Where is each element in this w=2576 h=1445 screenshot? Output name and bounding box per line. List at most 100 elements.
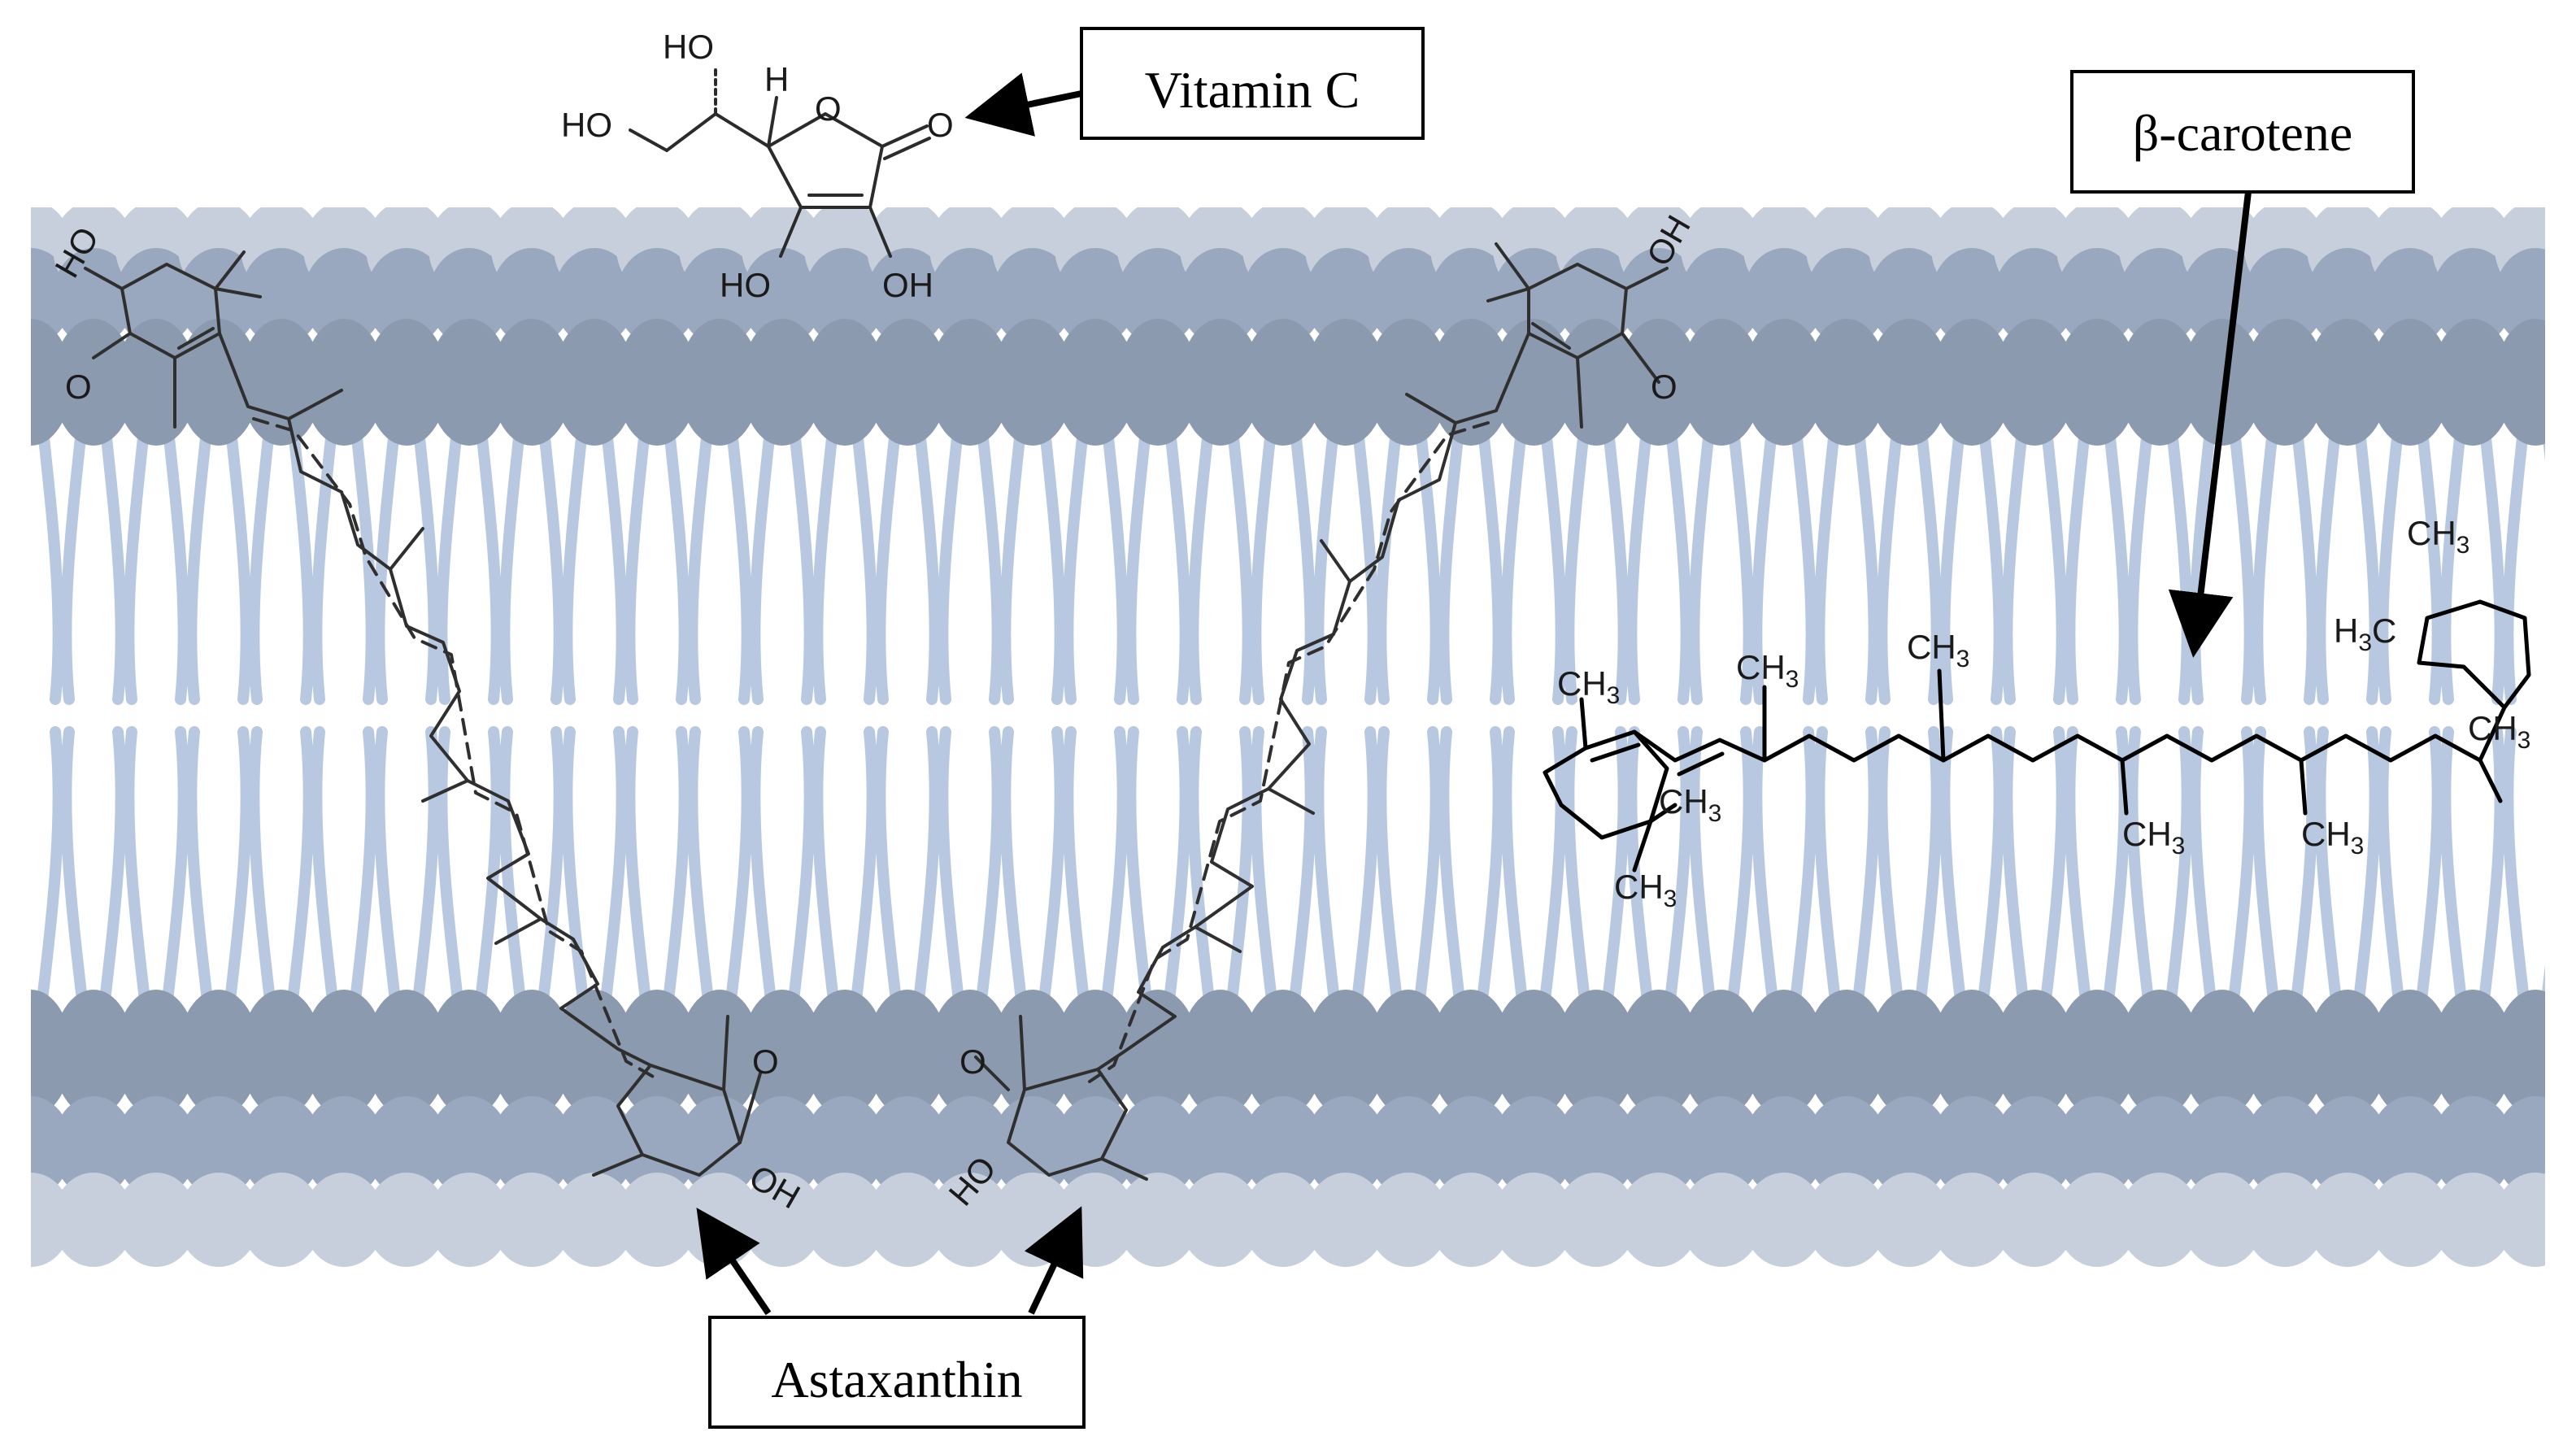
lipid-head [616,319,698,446]
vitamin-c-atom-ho-left: HO [561,106,612,144]
lipid-head [679,1096,760,1197]
astaxanthin-middle-chain-methyl-1 [1405,393,1457,424]
lipid-head [115,990,197,1116]
lipid-head [366,990,447,1116]
lipid-tail [1625,417,1653,705]
lipid-head [616,1173,698,1267]
lipid-tail [788,417,816,705]
lipid-tail [436,417,463,705]
astaxanthin-left-bottom-carbonyl [738,1072,762,1144]
lipid-head [867,319,948,446]
lipid-head [1618,248,1699,346]
lipid-tail [1125,417,1152,705]
astaxanthin-left-bottom-gem-methyl [592,1153,644,1177]
lipid-tail [2252,417,2279,705]
lipid-head [2182,248,2263,346]
vitamin-c-arrow [964,72,1082,137]
lipid-head [1806,319,1887,446]
lipid-head [303,1173,385,1267]
vitamin-c-atom-ho-top: HO [663,28,714,66]
lipid-tail [1375,726,1403,1006]
lipid-tail [1852,726,1880,1006]
lipid-head [2369,1173,2451,1267]
lipid-head [1242,248,1324,346]
lipid-tail [2040,417,2068,705]
beta-carotene-left-gem-methyl-2 [1632,819,1653,873]
lipid-tail [1101,417,1129,705]
lipid-tail [874,417,902,705]
lipid-tail [475,726,503,1006]
beta-carotene-left-gem-methyl-1 [1648,803,1677,824]
lipid-tail [1351,417,1379,705]
lipid-tail [2541,964,2545,1006]
lipid-head [1430,319,1512,446]
lipid-head [1618,1173,1699,1267]
lipid-tail [999,417,1027,705]
lipid-tail [350,726,377,1006]
lipid-tail [624,726,651,1006]
lipid-head [742,319,823,446]
astaxanthin-middle-methyl-3 [1576,356,1583,429]
lipid-tail [749,726,777,1006]
lipid-tail [1164,417,1191,705]
lipid-tail [1125,726,1152,1006]
lipid-head [1305,319,1386,446]
lipid-head [1743,248,1825,346]
astaxanthin-label: Astaxanthin [771,1351,1022,1408]
lipid-head [554,248,635,346]
astaxanthin-middle-bottom-methyl [1019,1015,1026,1091]
lipid-tail [788,726,816,1006]
lipid-head [1368,1173,1449,1267]
lipid-tail [311,726,338,1006]
lipid-head [1618,990,1699,1116]
lipid-tail [976,417,1003,705]
lipid-tail [2377,417,2404,705]
lipid-head [2307,319,2388,446]
lipid-tail [1727,726,1755,1006]
lipid-head [1117,248,1199,346]
lipid-tail [851,417,878,705]
lipid-tail [498,726,526,1006]
astaxanthin-left-polyene-double-bonds [252,417,656,1079]
lipid-head [679,990,760,1116]
lipid-head [1556,1096,1637,1197]
astaxanthin-middle-bottom-carbonyl [974,1055,1010,1091]
lipid-tail [999,726,1027,1006]
lipid-tail [1563,417,1590,705]
beta-carotene-right-ring [2417,599,2531,763]
lipid-tail [600,726,628,1006]
lipid-heads-upper-leaflet [31,207,2545,446]
lipid-tail [1915,726,1943,1006]
lipid-tail [2064,726,2091,1006]
lipid-tail [1062,726,1090,1006]
lipid-tail [1790,726,1817,1006]
lipid-head [366,1096,447,1197]
lipid-tail [1751,726,1778,1006]
lipid-head [491,248,572,346]
lipid-tail [311,417,338,705]
lipid-tail [686,417,714,705]
lipid-tail [537,417,565,705]
lipid-head [2432,319,2513,446]
lipid-tail [1602,417,1630,705]
lipid-head [53,319,134,446]
lipid-tail [913,726,941,1006]
lipid-head [241,319,322,446]
lipid-head [1305,1173,1386,1267]
vitamin-c-side-chain-3 [629,128,668,152]
lipid-head [742,248,823,346]
lipid-head [1869,248,1950,346]
lipid-tail [725,417,753,705]
lipid-head [1743,1096,1825,1197]
vitamin-c-label-box [1080,27,1425,140]
lipid-tail [1477,726,1504,1006]
vitamin-c-lactone-ring [767,112,884,209]
lipid-tail [2353,726,2381,1006]
lipid-head [867,1173,948,1267]
lipid-head [1994,319,2075,446]
beta-carotene-ch3-ring-2: CH3 [1614,868,1677,912]
lipid-tail [663,726,690,1006]
lipid-head [115,1173,197,1267]
lipid-head [178,1096,259,1197]
lipid-head [867,1096,948,1197]
